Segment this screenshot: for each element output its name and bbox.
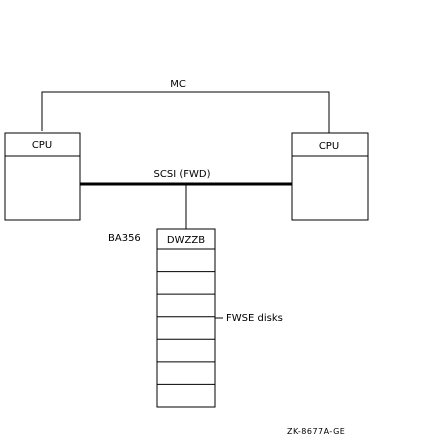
disks-label: FWSE disks [226,313,283,324]
mc-interconnect-line [41,91,330,133]
cpu-left-box [4,132,81,221]
storage-shelf: DWZZB [156,228,216,408]
disk-slots [157,271,215,385]
enclosure-label: BA356 [108,233,141,244]
cpu-left: CPU [4,132,81,221]
cpu-right: CPU [291,132,369,221]
scsi-bus-label: SCSI (FWD) [154,169,211,180]
shelf-outline [156,228,216,408]
controller-label: DWZZB [167,235,205,246]
cpu-right-label: CPU [319,141,339,152]
figure-id: ZK-8677A-GE [287,427,345,436]
cpu-right-box [291,132,369,221]
mc-label: MC [170,79,186,90]
cpu-left-label: CPU [32,140,52,151]
